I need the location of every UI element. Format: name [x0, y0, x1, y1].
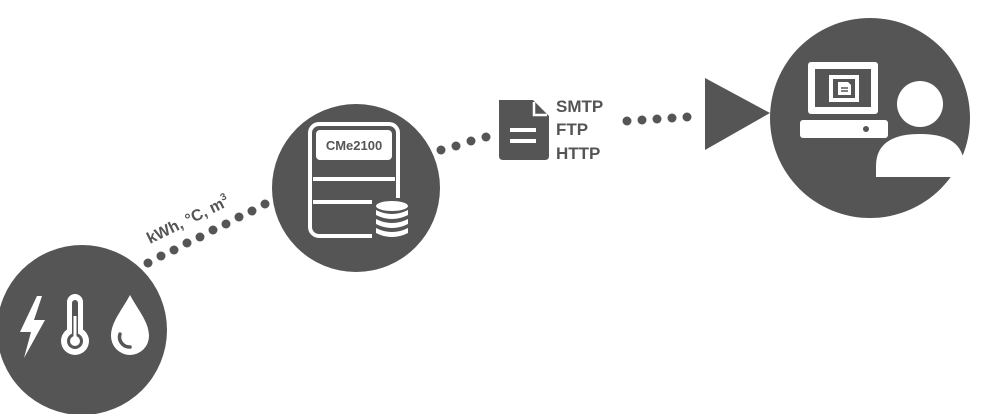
- protocol-ftp: FTP: [556, 120, 588, 139]
- sensor-circle: [0, 245, 167, 414]
- sensor-node: [0, 245, 167, 414]
- arrow-triangle-icon: [705, 78, 770, 150]
- gateway-circle: [272, 104, 440, 272]
- dots-sensor-to-gateway: [143, 199, 270, 268]
- lightning-bolt-icon: [20, 296, 45, 358]
- protocol-smtp: SMTP: [556, 97, 603, 116]
- protocol-http: HTTP: [556, 144, 600, 163]
- receiver-node: [770, 18, 970, 218]
- protocol-list: SMTP FTP HTTP: [556, 97, 603, 163]
- gateway-node: CMe2100: [272, 104, 440, 272]
- receiver-circle: [770, 18, 970, 218]
- meter-device-icon: CMe2100: [308, 122, 400, 238]
- document-icon: [499, 100, 549, 160]
- dots-document-to-arrow: [622, 112, 692, 126]
- device-name: CMe2100: [326, 138, 382, 153]
- computer-icon: [800, 62, 888, 138]
- database-icon: [372, 198, 412, 238]
- units-superscript: 3: [219, 191, 229, 204]
- water-drop-icon: [111, 295, 149, 355]
- user-icon: [876, 81, 964, 177]
- thermometer-icon: [61, 294, 89, 355]
- dots-gateway-to-document: [436, 132, 491, 155]
